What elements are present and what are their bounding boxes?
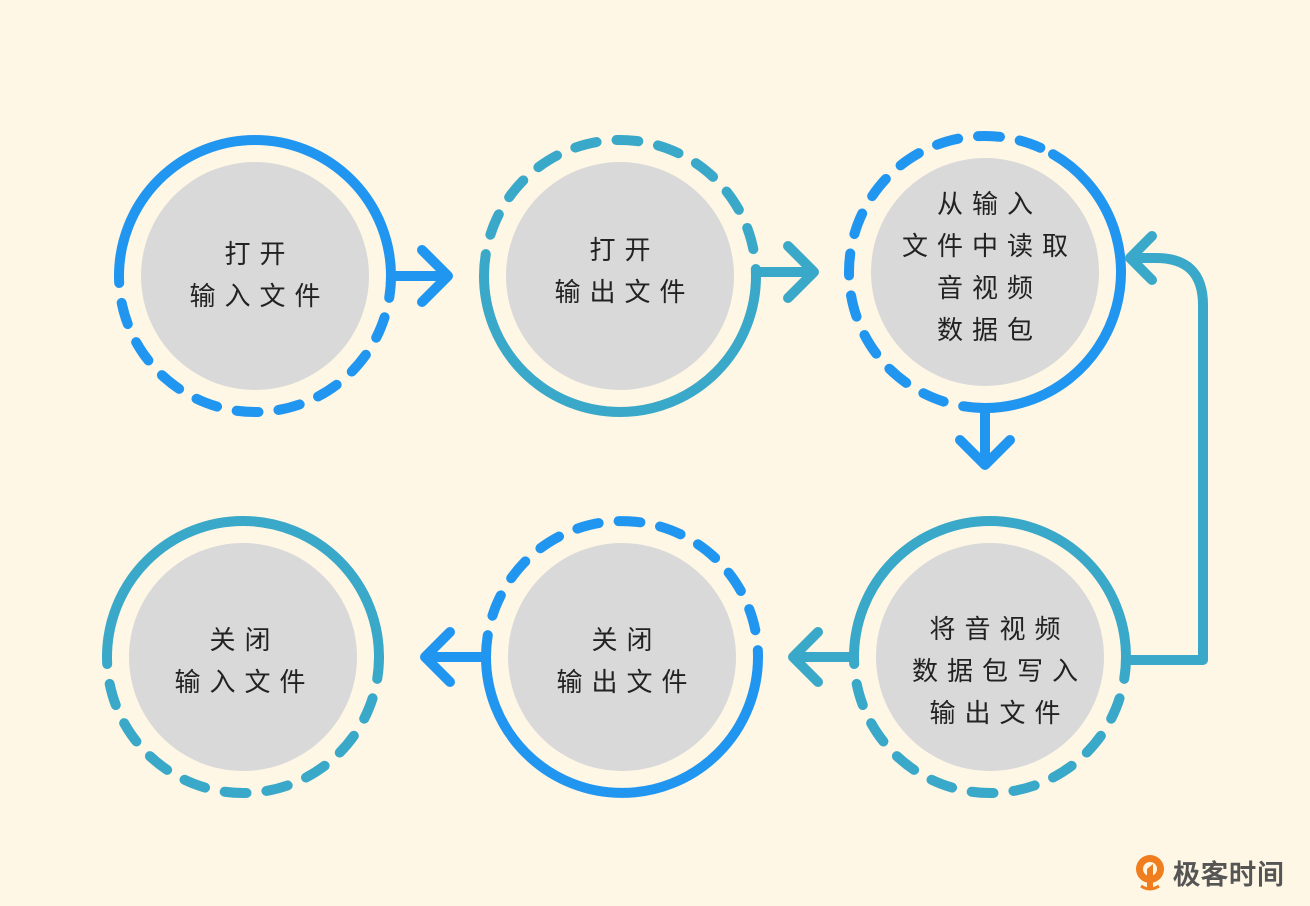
step-close-input-solid-ring [102, 516, 384, 662]
arrow-write-to-close-output-head [788, 627, 823, 687]
label-line: 将音视频 [929, 615, 1070, 645]
label-line: 输入文件 [189, 282, 330, 312]
step-close-input-label: 关闭 输入文件 [130, 620, 350, 704]
step-close-output-label: 关闭 输出文件 [512, 620, 732, 704]
label-line: 数据包写入 [911, 657, 1087, 687]
step-close-output-circle [508, 543, 736, 771]
label-line: 关闭 [591, 626, 662, 656]
label-line: 数据包 [936, 316, 1042, 346]
logo-icon [1136, 855, 1164, 891]
step-close-input-dashed-ring [102, 652, 384, 798]
label-line: 关闭 [209, 626, 280, 656]
label-line: 文件中读取 [901, 232, 1077, 262]
label-line: 输出文件 [929, 699, 1070, 729]
logo: 极客时间 [1133, 852, 1285, 892]
label-line: 输出文件 [554, 278, 695, 308]
step-open-output-circle [506, 162, 734, 390]
step-write-packets-solid-ring [849, 516, 1131, 662]
label-line: 从输入 [936, 190, 1042, 220]
label-line: 音视频 [936, 274, 1042, 304]
arrow-close-output-to-close-input-head [420, 627, 455, 687]
step-open-output-solid-ring [479, 271, 761, 417]
label-line: 打开 [224, 240, 295, 270]
step-close-output-dashed-ring [481, 516, 763, 662]
arrow-open-input-to-open-output-head [417, 245, 453, 307]
step-open-input-label: 打开 输入文件 [145, 234, 365, 318]
step-write-packets-dashed-ring [849, 652, 1131, 798]
arrow-loop-back-to-read-head [1125, 231, 1157, 285]
step-close-output-solid-ring [481, 652, 763, 798]
step-read-packets-dashed-ring [844, 131, 1058, 413]
label-line: 输出文件 [556, 668, 697, 698]
step-open-output-dashed-ring [479, 135, 761, 281]
label-line: 输入文件 [174, 668, 315, 698]
step-read-packets-label: 从输入 文件中读取 音视频 数据包 [875, 184, 1095, 352]
arrow-read-to-write-head [955, 435, 1015, 470]
step-open-input-solid-ring [114, 135, 396, 281]
arrow-open-output-to-read-head [783, 241, 819, 303]
step-read-packets-circle [871, 158, 1099, 386]
step-write-packets-circle [876, 543, 1104, 771]
arrow-loop-back-to-read-line [1128, 253, 1208, 665]
logo-text: 极客时间 [1173, 859, 1285, 891]
step-open-input-circle [141, 162, 369, 390]
step-write-packets-label: 将音视频 数据包写入 输出文件 [885, 609, 1105, 735]
step-open-output-label: 打开 输出文件 [510, 230, 730, 314]
label-line: 打开 [589, 236, 660, 266]
step-read-packets-solid-ring [980, 149, 1126, 413]
step-open-input-dashed-ring [114, 271, 396, 417]
step-close-input-circle [129, 543, 357, 771]
